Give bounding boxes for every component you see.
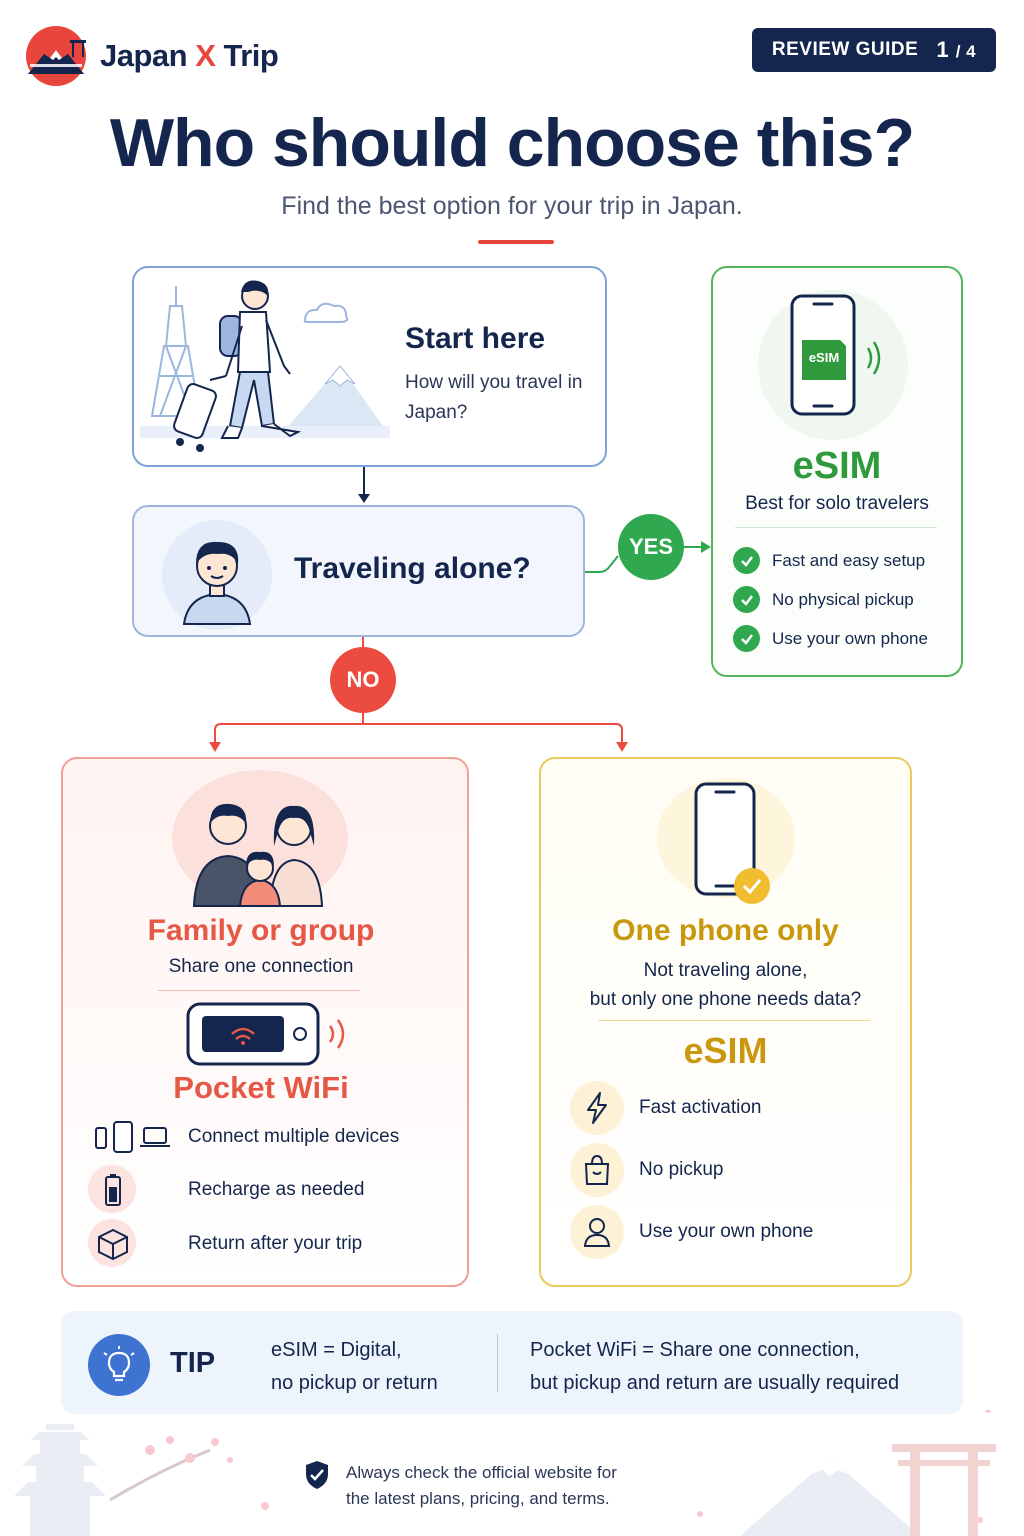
traveling-alone-question: Traveling alone? bbox=[294, 552, 531, 585]
family-subtitle: Share one connection bbox=[168, 956, 354, 977]
pocket-wifi-title: Pocket WiFi bbox=[173, 1070, 349, 1105]
list-item: Return after your trip bbox=[86, 1219, 446, 1269]
lightbulb-icon bbox=[88, 1334, 150, 1396]
battery-icon bbox=[86, 1165, 166, 1215]
phone-check-icon bbox=[694, 782, 770, 904]
disclaimer-note: Always check the official website for th… bbox=[346, 1463, 617, 1508]
list-item: No physical pickup bbox=[733, 580, 958, 619]
check-icon bbox=[733, 625, 760, 652]
one-phone-subtitle: Not traveling alone, but only one phone … bbox=[589, 960, 862, 1010]
lightning-icon bbox=[570, 1081, 624, 1135]
traveler-illustration bbox=[140, 280, 390, 452]
esim-title: eSIM bbox=[792, 445, 882, 487]
no-bubble: NO bbox=[330, 647, 396, 713]
esim-chip-label: eSIM bbox=[808, 350, 840, 365]
list-item: Fast activation bbox=[570, 1081, 900, 1135]
mount-fuji-logo-icon bbox=[26, 26, 86, 86]
review-guide-badge: REVIEW GUIDE 1 / 4 bbox=[752, 28, 996, 72]
person-icon bbox=[182, 541, 252, 625]
start-title: Start here bbox=[405, 322, 546, 355]
tip-esim-text: eSIM = Digital, no pickup or return bbox=[271, 1339, 438, 1394]
shopping-bag-icon bbox=[570, 1143, 624, 1197]
esim-phone-icon bbox=[790, 294, 881, 416]
esim-subtitle: Best for solo travelers bbox=[745, 493, 929, 514]
pocket-wifi-device-icon bbox=[186, 1002, 345, 1066]
esim-benefits-list: Fast and easy setup No physical pickup U… bbox=[733, 541, 958, 658]
japan-scenery-decoration bbox=[14, 1410, 996, 1536]
user-icon bbox=[570, 1205, 624, 1259]
page-title: Who should choose this? bbox=[109, 105, 915, 181]
family-icon bbox=[192, 803, 324, 907]
tip-divider bbox=[497, 1334, 498, 1392]
family-divider bbox=[158, 990, 360, 991]
family-title: Family or group bbox=[147, 914, 375, 947]
page-subtitle: Find the best option for your trip in Ja… bbox=[281, 192, 743, 220]
solo-traveler-avatar bbox=[162, 520, 272, 630]
shield-check-icon bbox=[306, 1461, 328, 1489]
tip-box bbox=[61, 1311, 963, 1414]
one-phone-title: One phone only bbox=[612, 914, 839, 947]
badge-label: REVIEW GUIDE bbox=[771, 39, 919, 60]
list-item: Use your own phone bbox=[570, 1205, 900, 1259]
tip-wifi-text: Pocket WiFi = Share one connection, but … bbox=[530, 1339, 900, 1394]
brand-name: Japan X Trip bbox=[100, 38, 279, 73]
list-item: Fast and easy setup bbox=[733, 541, 958, 580]
yes-bubble: YES bbox=[618, 514, 684, 580]
devices-icon bbox=[86, 1112, 170, 1162]
list-item: Connect multiple devices bbox=[86, 1112, 446, 1162]
box-return-icon bbox=[86, 1219, 166, 1269]
check-icon bbox=[733, 586, 760, 613]
one-phone-esim-title: eSIM bbox=[683, 1030, 768, 1071]
one-phone-divider bbox=[598, 1020, 870, 1021]
brand-logo[interactable]: Japan X Trip bbox=[26, 24, 279, 88]
start-question: How will you travel in Japan? bbox=[405, 372, 583, 423]
list-item: Use your own phone bbox=[733, 619, 958, 658]
title-divider bbox=[478, 240, 554, 244]
list-item: No pickup bbox=[570, 1143, 900, 1197]
list-item: Recharge as needed bbox=[86, 1165, 446, 1215]
esim-divider bbox=[735, 527, 937, 528]
page-indicator: 1 / 4 bbox=[936, 37, 977, 62]
tip-label: TIP bbox=[170, 1347, 216, 1379]
check-icon bbox=[733, 547, 760, 574]
